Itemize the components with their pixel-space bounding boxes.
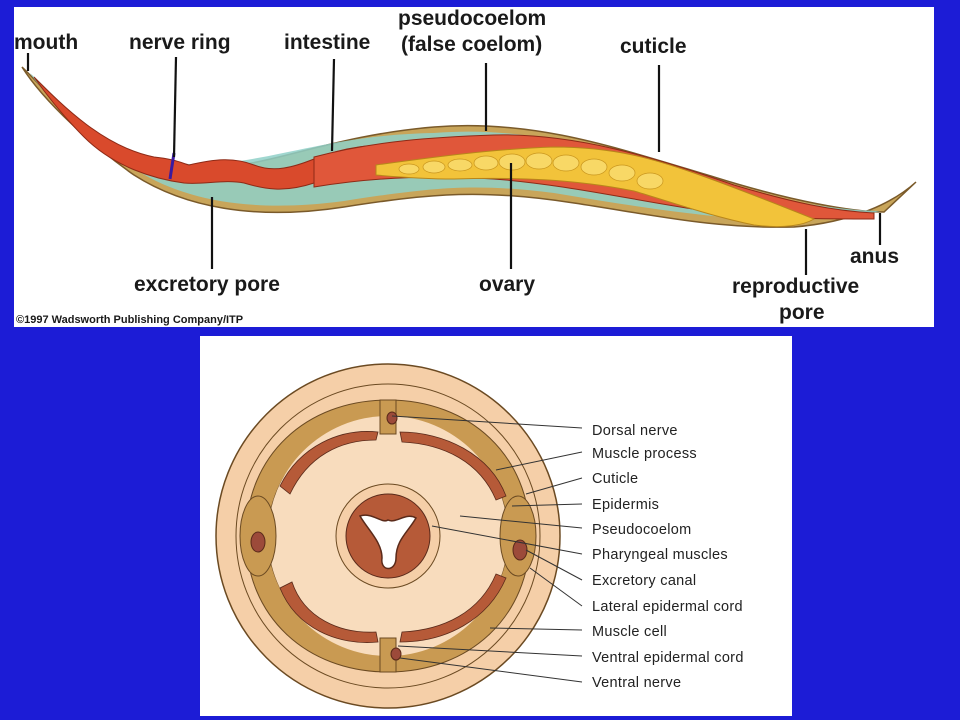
label-ovary: ovary	[479, 273, 535, 296]
leader-nerve-ring	[172, 56, 178, 158]
leader-ventral-nerve	[399, 657, 583, 683]
ovary-eggs	[398, 152, 664, 190]
muscle-cells	[279, 431, 507, 643]
label-pseudocoelom-cross: Pseudocoelom	[592, 522, 692, 538]
leader-cuticle-cross	[525, 477, 583, 495]
label-nerve-ring: nerve ring	[129, 31, 231, 54]
leader-intestine	[330, 58, 336, 152]
label-excretory-pore: excretory pore	[134, 273, 280, 296]
pharynx-lumen	[358, 514, 418, 570]
label-intestine: intestine	[284, 31, 370, 54]
dorsal-nerve	[386, 411, 398, 425]
cross-epidermis	[235, 383, 541, 689]
leader-dorsal-nerve	[391, 415, 583, 429]
label-pore: pore	[779, 301, 825, 324]
label-false-coelom: (false coelom)	[401, 33, 542, 56]
leader-epidermis	[511, 503, 583, 507]
label-muscle-process: Muscle process	[592, 446, 697, 462]
label-ventral-nerve: Ventral nerve	[592, 675, 681, 691]
worm-cross-section-illustration: Dorsal nerve Muscle process Cuticle Epid…	[215, 363, 744, 709]
leader-pseudocoelom-cross	[459, 515, 583, 529]
leader-lateral-epidermal-cord	[529, 567, 583, 607]
label-cuticle: cuticle	[620, 35, 687, 58]
label-dorsal-nerve: Dorsal nerve	[592, 423, 678, 439]
longitudinal-diagram: mouth nerve ring intestine pseudocoelom …	[14, 7, 934, 327]
label-anus: anus	[850, 245, 899, 268]
label-cuticle-cross: Cuticle	[592, 471, 638, 487]
label-pseudocoelom: pseudocoelom	[398, 7, 546, 30]
copyright-text: ©1997 Wadsworth Publishing Company/ITP	[16, 314, 243, 326]
leader-muscle-process	[495, 451, 583, 471]
leader-muscle-cell	[489, 627, 583, 631]
ventral-nerve	[390, 647, 402, 661]
worm-nerve-ring	[168, 152, 176, 180]
worm-longitudinal-illustration: mouth nerve ring intestine pseudocoelom …	[14, 7, 917, 326]
label-pharyngeal-muscles: Pharyngeal muscles	[592, 547, 728, 563]
label-muscle-cell: Muscle cell	[592, 624, 667, 640]
label-mouth: mouth	[14, 31, 78, 54]
label-lateral-epidermal-cord: Lateral epidermal cord	[592, 599, 743, 615]
excretory-canal-left	[250, 531, 266, 553]
leader-excretory-canal	[525, 549, 583, 581]
lateral-cord-right	[499, 495, 537, 577]
label-reproductive: reproductive	[732, 275, 859, 298]
label-excretory-canal: Excretory canal	[592, 573, 696, 589]
leader-ventral-epidermal-cord	[397, 645, 583, 657]
leader-pharyngeal-muscles	[431, 525, 583, 555]
label-ventral-epidermal-cord: Ventral epidermal cord	[592, 650, 744, 666]
label-epidermis: Epidermis	[592, 497, 659, 513]
cross-section-diagram: Dorsal nerve Muscle process Cuticle Epid…	[200, 336, 792, 716]
